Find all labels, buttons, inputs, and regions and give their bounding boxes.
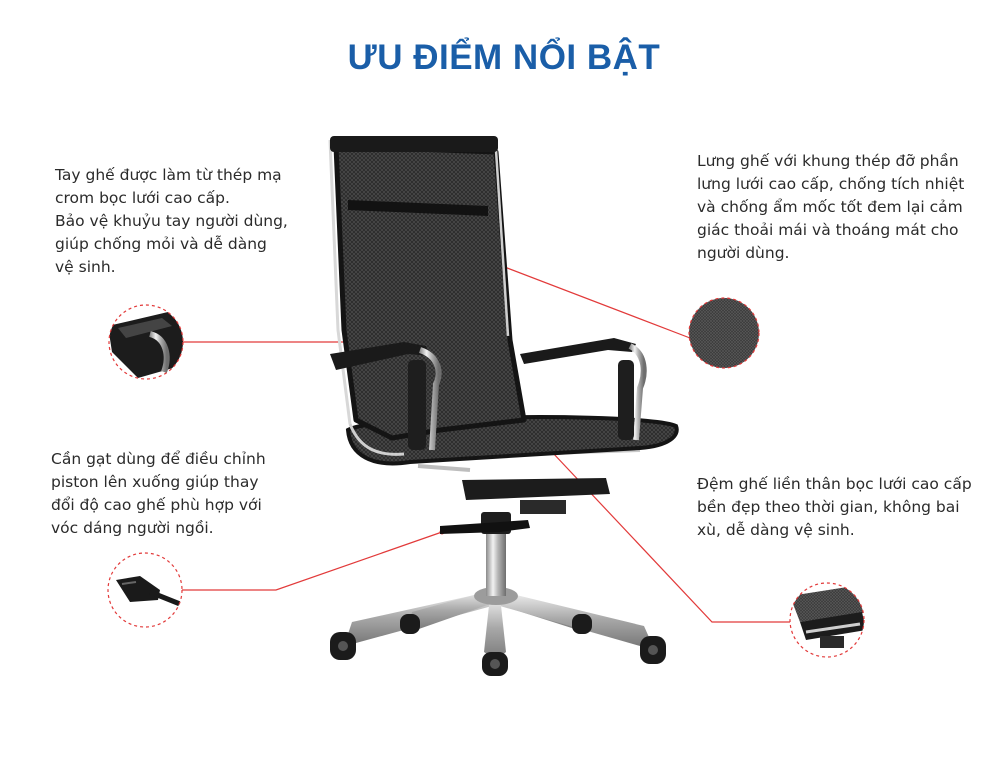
backrest-line: lưng lưới cao cấp, chống tích nhiệt xyxy=(697,175,965,193)
armrest-description: Tay ghế được làm từ thép mạ crom bọc lướ… xyxy=(55,164,288,279)
armrest-line: Bảo vệ khuỷu tay người dùng, xyxy=(55,212,288,230)
backrest-line: và chống ẩm mốc tốt đem lại cảm xyxy=(697,198,963,216)
backrest xyxy=(333,143,527,441)
seat-line: Đệm ghế liền thân bọc lưới cao cấp xyxy=(697,475,972,493)
seat-pointer-line xyxy=(551,451,790,623)
lever-detail-circle xyxy=(107,552,183,628)
backrest-line: Lưng ghế với khung thép đỡ phần xyxy=(697,152,959,170)
seat-detail-circle xyxy=(789,582,865,658)
gas-cylinder xyxy=(486,528,506,596)
seat-description: Đệm ghế liền thân bọc lưới cao cấp bền đ… xyxy=(697,473,972,542)
armrest-line: crom bọc lưới cao cấp. xyxy=(55,189,230,207)
seat-line: bền đẹp theo thời gian, không bai xyxy=(697,498,960,516)
left-armrest xyxy=(330,342,442,456)
chair-base xyxy=(330,587,666,676)
seat-line: xù, dễ dàng vệ sinh. xyxy=(697,521,855,539)
armrest-line: vệ sinh. xyxy=(55,258,116,276)
tilt-mechanism xyxy=(440,478,610,534)
armrest-line: Tay ghế được làm từ thép mạ xyxy=(55,166,282,184)
lever-line: đổi độ cao ghế phù hợp với xyxy=(51,496,262,514)
backrest-line: giác thoải mái và thoáng mát cho xyxy=(697,221,959,239)
chair xyxy=(328,136,679,676)
lever-description: Cần gạt dùng để điều chỉnh piston lên xu… xyxy=(51,448,266,540)
backrest-line: người dùng. xyxy=(697,244,790,262)
backrest-detail-circle xyxy=(688,297,760,369)
lever-line: piston lên xuống giúp thay xyxy=(51,473,259,491)
armrest-detail-circle xyxy=(108,304,184,380)
lever-line: vóc dáng người ngồi. xyxy=(51,519,214,537)
backrest-description: Lưng ghế với khung thép đỡ phần lưng lướ… xyxy=(697,150,964,265)
lever-pointer-line xyxy=(182,531,443,591)
right-armrest xyxy=(520,338,647,441)
lever-line: Cần gạt dùng để điều chỉnh xyxy=(51,450,266,468)
armrest-line: giúp chống mỏi và dễ dàng xyxy=(55,235,267,253)
page-title: ƯU ĐIỂM NỔI BẬT xyxy=(347,38,661,77)
